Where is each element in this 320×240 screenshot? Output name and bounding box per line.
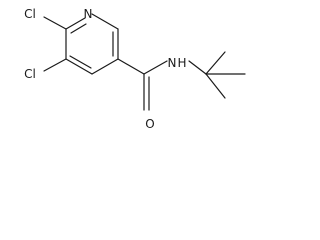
bond-c4-c3-inner <box>69 55 92 69</box>
amide-nitrogen-label: N <box>168 56 177 70</box>
bond-c3-cl <box>43 58 67 72</box>
bond-c2-cl <box>43 16 67 30</box>
bond-n1-c6 <box>91 13 119 30</box>
chlorine-bottom-label: Cl <box>24 67 36 81</box>
bond-c5-c4 <box>91 58 119 75</box>
bond-tbu-me-up <box>205 51 226 75</box>
bond-c2-n1-inner <box>70 23 87 34</box>
bond-carbonyl-n <box>143 60 168 75</box>
bond-c5-carbonyl <box>117 58 145 75</box>
bond-c2-n1 <box>65 17 86 30</box>
ring-nitrogen-label: N <box>84 7 93 21</box>
structure-canvas: N Cl Cl N H O <box>0 0 259 136</box>
bond-tbu-me-down <box>205 73 226 99</box>
bond-c4-c3 <box>65 58 93 75</box>
bond-n-tbu <box>188 60 207 75</box>
chlorine-top-label: Cl <box>24 7 36 21</box>
pyridine-ring <box>65 13 119 75</box>
molecule-diagram: N Cl Cl N H O <box>24 7 246 131</box>
amide-hydrogen-label: H <box>177 56 186 70</box>
carbonyl-oxygen-label: O <box>145 117 154 131</box>
